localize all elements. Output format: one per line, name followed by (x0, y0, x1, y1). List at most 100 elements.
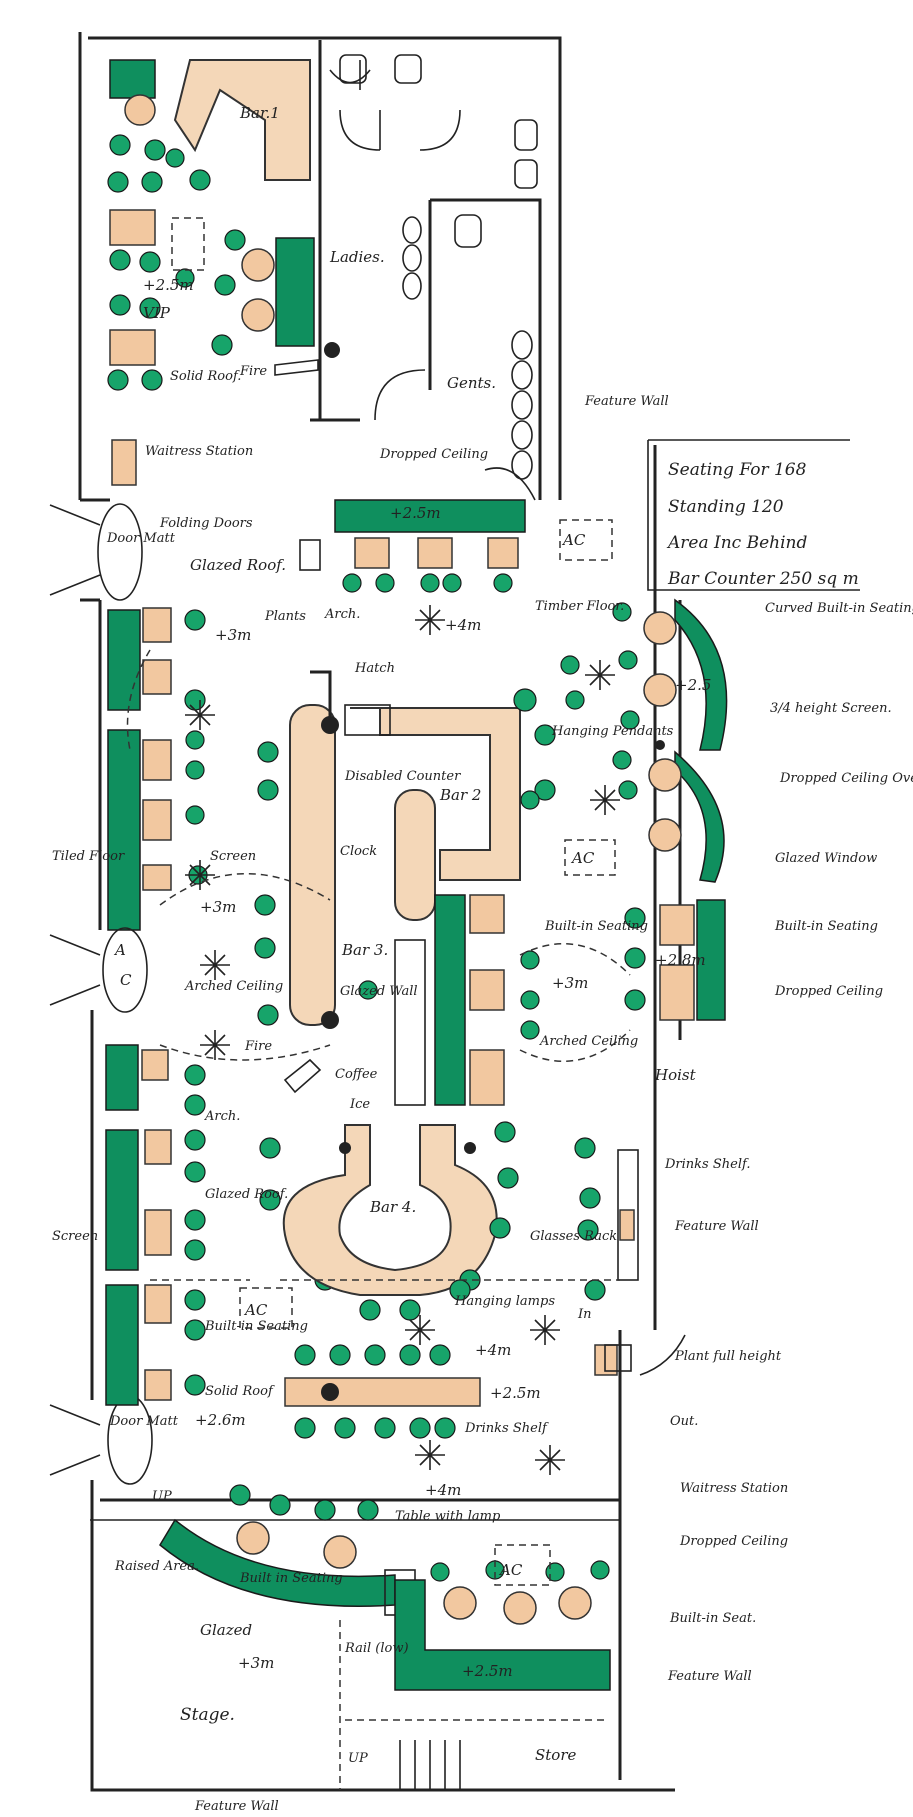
label-solid-roof-top: Solid Roof. (170, 369, 241, 384)
ceiling-outlines (126, 649, 631, 1721)
label-solid-roof-mid: Solid Roof (205, 1384, 275, 1399)
long-table (284, 1334, 686, 1439)
label-arch-top: Arch. (324, 607, 360, 622)
label-arched-ceiling-right: Arched Ceiling (539, 1034, 638, 1049)
label-glazed-roof-top: Glazed Roof. (190, 556, 286, 574)
label-glazed-roof-mid: Glazed Roof. (205, 1187, 288, 1202)
bottom-curved-seating (159, 1484, 611, 1790)
label-plus26m: +2.6m (195, 1411, 246, 1429)
label-door-matt-bottom: Door Matt (109, 1414, 179, 1429)
label-vip: VIP (143, 304, 171, 322)
label-dropped-ceiling-bottom: Dropped Ceiling (679, 1534, 788, 1549)
label-bar3: Bar 3. (341, 941, 388, 959)
label-folding-doors: Folding Doors (159, 516, 253, 531)
label-hanging-pendants: Hanging Pendants (551, 724, 674, 739)
bar-4 (282, 1121, 639, 1321)
label-curved-seating: Curved Built-in Seating (765, 601, 913, 616)
label-vip-height: +2.5m (143, 276, 194, 294)
label-screen-mid: Screen (210, 849, 256, 864)
label-store: Store (535, 1746, 577, 1764)
label-three-quarter-screen: 3/4 height Screen. (770, 701, 892, 716)
label-waitress-station-bottom: Waitress Station (680, 1481, 788, 1496)
label-feature-wall-bottom: Feature Wall (194, 1799, 279, 1814)
outer-walls (78, 32, 682, 1792)
label-plus4m-mid: +4m (475, 1341, 511, 1359)
summary-bar-counter: Bar Counter 250 sq m (667, 569, 859, 589)
plant-stars (185, 539, 632, 1475)
label-rail-low: Rail (low) (344, 1641, 409, 1656)
label-dropped-ceiling-over: Dropped Ceiling Over (779, 771, 913, 786)
label-out: Out. (670, 1414, 698, 1429)
label-in: In (577, 1307, 592, 1322)
left-seating-lower (105, 1044, 336, 1406)
label-builtin-seat-bottom: Built-in Seat. (669, 1611, 756, 1626)
labels: Bar.1 Ladies. Gents. +2.5m VIP Solid Roo… (52, 104, 913, 1814)
toilets-area (310, 40, 542, 501)
label-glazed-wall: Glazed Wall (340, 984, 418, 999)
summary-seating: Seating For 168 (668, 460, 807, 480)
label-arch-mid: Arch. (204, 1109, 240, 1124)
label-glazed-bottom: Glazed (200, 1621, 252, 1639)
label-raised-area: Raised Area. (114, 1559, 199, 1574)
label-dropped-ceiling-top: Dropped Ceiling (379, 447, 488, 462)
label-bar1: Bar.1 (239, 104, 280, 122)
label-plus25m-top: +2.5m (390, 504, 441, 522)
label-tiled-floor: Tiled Floor (52, 849, 125, 864)
label-coffee: Coffee (335, 1067, 378, 1082)
label-drinks-shelf-mid: Drinks Shelf (464, 1421, 549, 1436)
label-ac-mid: AC (570, 849, 595, 867)
label-plus4m-top: +4m (445, 616, 481, 634)
label-door-matt-top: Door Matt (106, 531, 176, 546)
label-plus25m-mid: +2.5m (490, 1384, 541, 1402)
label-ac-top: AC (561, 531, 586, 549)
label-c: C (120, 971, 132, 989)
label-plus3m-a: +3m (215, 626, 251, 644)
label-feature-wall-right: Feature Wall (674, 1219, 759, 1234)
label-glasses-rack: Glasses Rack (530, 1229, 617, 1244)
label-hoist: Hoist (654, 1066, 697, 1084)
left-doors (49, 503, 153, 1485)
vip-area (107, 59, 340, 486)
label-plant-full-height: Plant full height (674, 1349, 782, 1364)
label-a: A (113, 941, 126, 959)
label-plus28m: +2.8m (655, 951, 706, 969)
label-table-with-lamp: Table with lamp (395, 1509, 501, 1524)
label-builtin-seating-left: Built-in Seating (204, 1319, 308, 1334)
label-bar4: Bar 4. (369, 1198, 416, 1216)
label-plants: Plants (264, 609, 306, 624)
label-plus3m-bottom: +3m (238, 1654, 274, 1672)
label-feature-wall-top: Feature Wall (584, 394, 669, 409)
label-dropped-ceiling-right: Dropped Ceiling (774, 984, 883, 999)
label-hatch: Hatch (354, 661, 395, 676)
label-ladies: Ladies. (329, 248, 385, 266)
bench-top (334, 499, 613, 593)
label-stage: Stage. (180, 1705, 235, 1725)
label-bar2: Bar 2 (439, 786, 481, 804)
label-ac-lower: AC (243, 1301, 268, 1319)
label-up-left: UP (152, 1489, 172, 1504)
label-ac-bottom: AC (498, 1561, 523, 1579)
label-builtin-seating-curve: Built in Seating (239, 1571, 343, 1586)
label-hanging-lamps: Hanging lamps (454, 1294, 555, 1309)
label-clock: Clock (340, 844, 377, 859)
summary-area: Area Inc Behind (666, 533, 807, 553)
label-disabled-counter: Disabled Counter (344, 769, 461, 784)
label-screen-left: Screen (52, 1229, 98, 1244)
label-fire-mid: Fire (244, 1039, 272, 1054)
label-plus4m-bottom: +4m (425, 1481, 461, 1499)
label-waitress-station-top: Waitress Station (145, 444, 253, 459)
label-drinks-shelf-right: Drinks Shelf. (664, 1157, 750, 1172)
label-gents: Gents. (447, 374, 496, 392)
label-glazed-window: Glazed Window (775, 851, 877, 866)
label-plus3m-b: +3m (200, 898, 236, 916)
label-arched-ceiling-left: Arched Ceiling (184, 979, 283, 994)
label-builtin-seating-right: Built-in Seating (774, 919, 878, 934)
label-plus25m-bottom: +2.5m (462, 1662, 513, 1680)
summary-box: Seating For 168 Standing 120 Area Inc Be… (647, 439, 860, 591)
label-up-bottom: UP (348, 1751, 368, 1766)
left-seating-middle (107, 607, 726, 1040)
bar-2 (350, 707, 616, 1106)
label-fire-top: Fire (239, 364, 267, 379)
label-plus3m-c: +3m (552, 974, 588, 992)
